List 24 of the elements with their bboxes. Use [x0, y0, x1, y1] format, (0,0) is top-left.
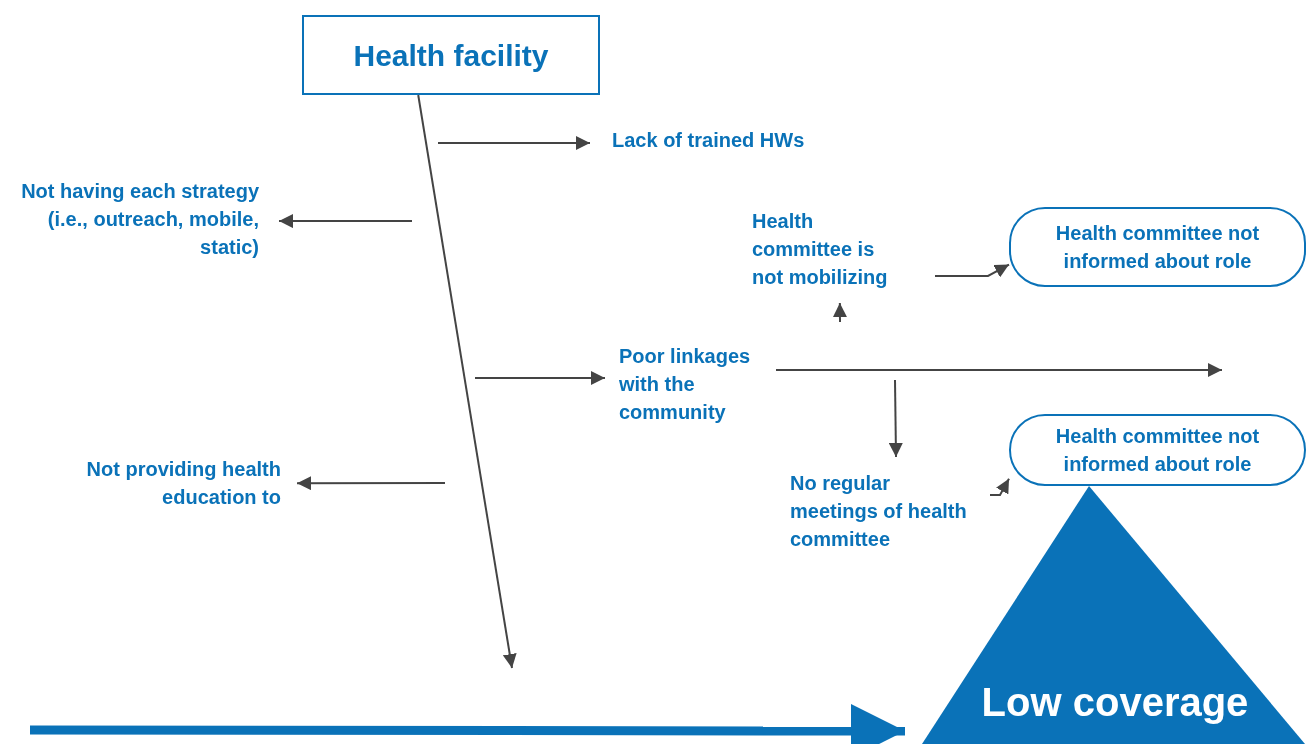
arrow: [832, 302, 847, 323]
arrow: [888, 379, 903, 458]
box-label: Health committee not informed about role: [1054, 424, 1261, 477]
arrow: [775, 363, 1223, 377]
box-label: Health committee not informed about role: [1054, 221, 1261, 274]
category-box: [302, 15, 600, 95]
cause-box: [1009, 414, 1306, 486]
cause-label: Health committee is not mobilizing: [752, 207, 935, 303]
cause-box: [1009, 207, 1306, 287]
box-label: Health facility: [353, 37, 549, 74]
arrow: [989, 477, 1010, 496]
cause-label: Not providing health education to: [80, 455, 297, 515]
arrow: [417, 94, 517, 669]
arrow: [30, 704, 905, 744]
cause-label: Poor linkages with the community: [605, 342, 776, 432]
arrow: [296, 476, 446, 491]
arrow: [474, 371, 606, 385]
cause-label: Lack of trained HWs: [590, 126, 850, 160]
arrow: [278, 214, 413, 229]
arrow: [437, 136, 591, 150]
effect-label: Low coverage: [980, 679, 1250, 726]
arrow: [934, 263, 1010, 278]
cause-label: No regular meetings of health committee: [790, 457, 990, 557]
cause-label: Not having each strategy (i.e., outreach, mobile, static): [15, 177, 279, 267]
